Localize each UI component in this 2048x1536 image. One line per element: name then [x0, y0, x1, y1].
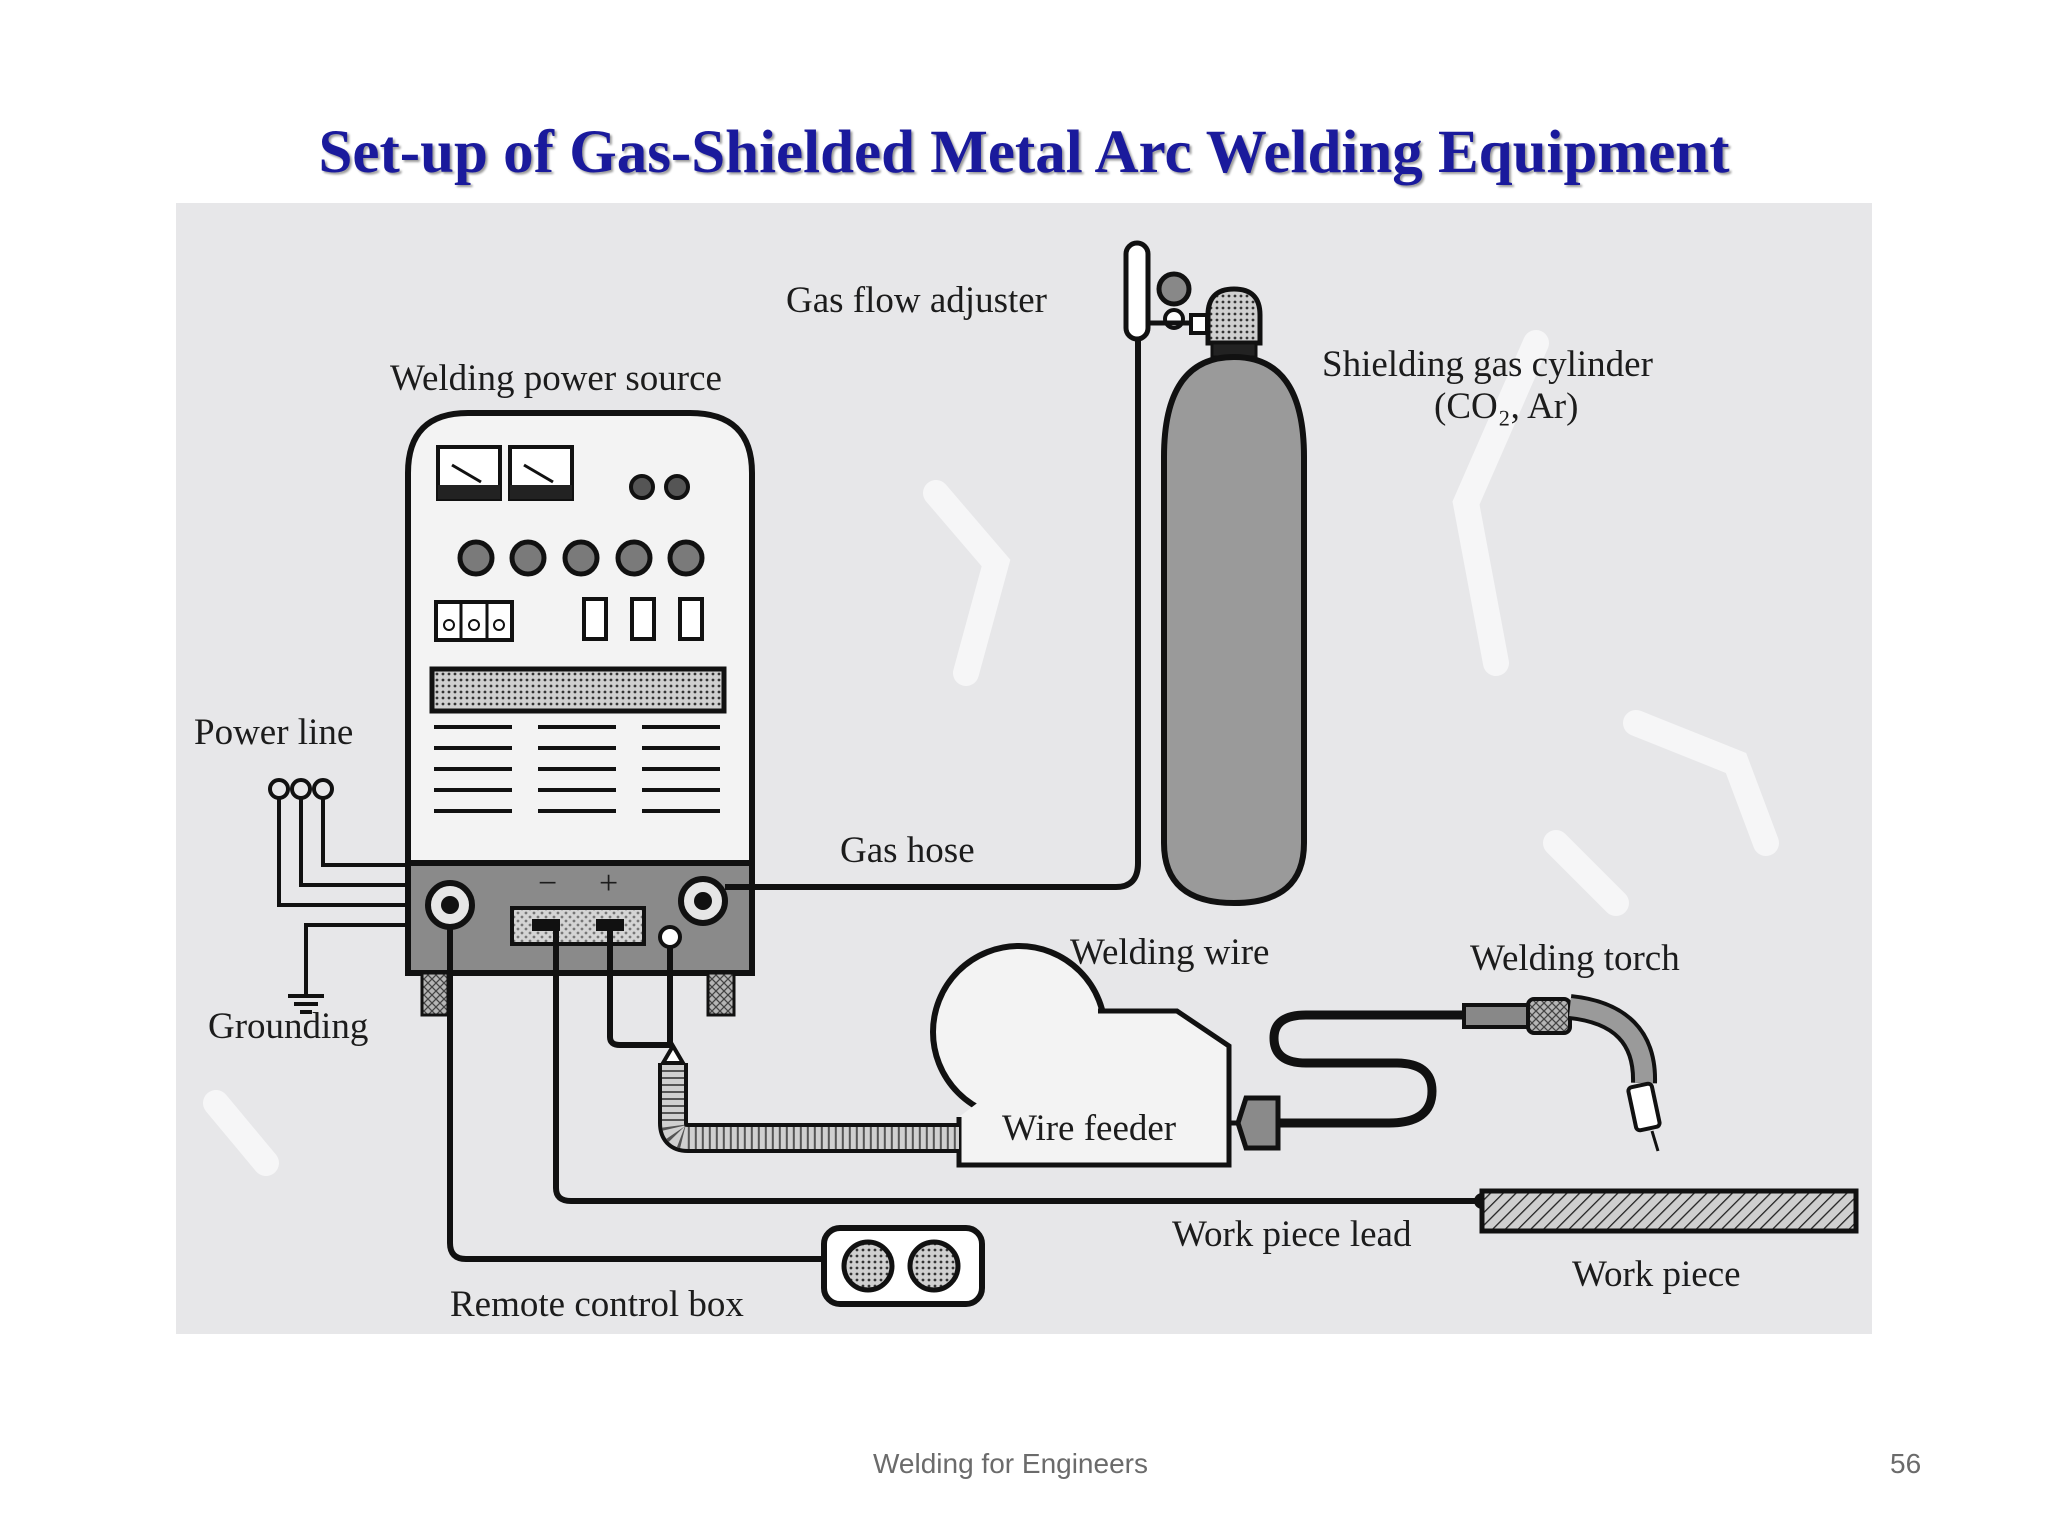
power-line-wiring — [268, 778, 408, 1014]
slide-title: Set-up of Gas-Shielded Metal Arc Welding… — [318, 119, 1730, 186]
gas-flow-adjuster — [1123, 240, 1209, 342]
label-welding-power-source: Welding power source — [390, 358, 722, 399]
label-remote-control-box: Remote control box — [450, 1284, 744, 1325]
knob-icons — [457, 539, 705, 577]
meter-icon — [436, 445, 502, 501]
label-gas-hose: Gas hose — [840, 830, 975, 871]
label-power-line: Power line — [194, 712, 354, 753]
torch-hose — [1269, 1010, 1466, 1128]
gas-hose — [725, 329, 1141, 890]
page-number: 56 — [1890, 1448, 1922, 1479]
label-wire-feeder: Wire feeder — [1002, 1108, 1177, 1149]
meter-icon — [508, 445, 574, 501]
label-work-piece-lead: Work piece lead — [1172, 1214, 1412, 1255]
wire-conduit — [658, 1063, 959, 1153]
shielding-gas-cylinder — [1161, 286, 1307, 907]
background-texture — [203, 330, 1779, 1176]
welding-torch — [1462, 994, 1662, 1152]
welding-setup-diagram: Gas flow adjuster Shielding gas cylinder… — [176, 203, 1872, 1334]
label-shielding-gas-cylinder-formula: (CO₂, Ar) — [1434, 386, 1579, 427]
terminal-minus-label: − — [538, 865, 558, 902]
label-gas-flow-adjuster: Gas flow adjuster — [786, 280, 1047, 321]
footer-text: Welding for Engineers — [873, 1448, 1148, 1479]
remote-control-box — [821, 1225, 985, 1307]
label-grounding: Grounding — [208, 1006, 369, 1047]
welding-power-source — [405, 410, 755, 1017]
label-shielding-gas-cylinder: Shielding gas cylinder — [1322, 344, 1653, 385]
label-welding-wire: Welding wire — [1070, 932, 1270, 973]
wire-feeder — [956, 1008, 1281, 1168]
label-work-piece: Work piece — [1572, 1254, 1741, 1295]
terminal-plus-label: + — [599, 865, 619, 902]
label-welding-torch: Welding torch — [1470, 938, 1680, 979]
work-piece — [1479, 1188, 1859, 1234]
